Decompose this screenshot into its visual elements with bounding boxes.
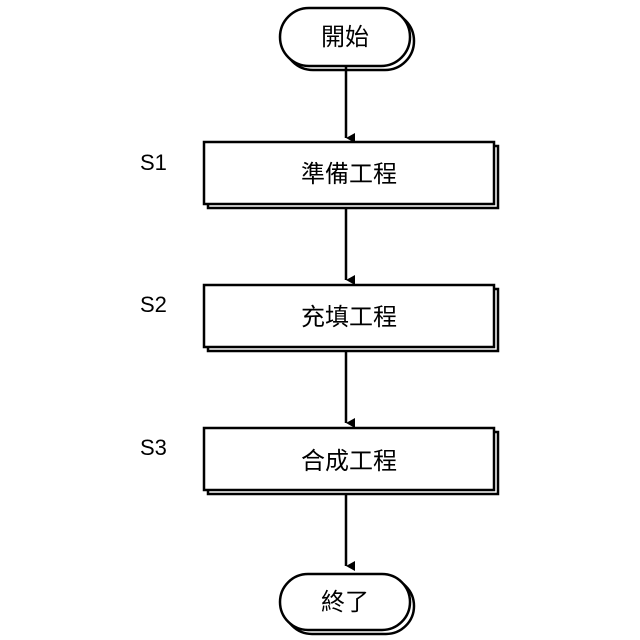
step-label-s2: 充填工程: [301, 303, 397, 331]
step-box-s2: 充填工程: [204, 285, 498, 351]
step-id-s1: S1: [140, 150, 167, 175]
step-box-s3: 合成工程: [204, 428, 498, 494]
start-label: 開始: [321, 23, 369, 51]
step-label-s3: 合成工程: [301, 447, 397, 475]
step-box-s1: 準備工程: [204, 142, 498, 208]
start-node: 開始: [280, 8, 414, 70]
step-id-s2: S2: [140, 292, 167, 317]
step-label-s1: 準備工程: [301, 160, 397, 188]
end-label: 終了: [321, 588, 369, 616]
end-node: 終了: [280, 574, 414, 634]
step-id-s3: S3: [140, 435, 167, 460]
